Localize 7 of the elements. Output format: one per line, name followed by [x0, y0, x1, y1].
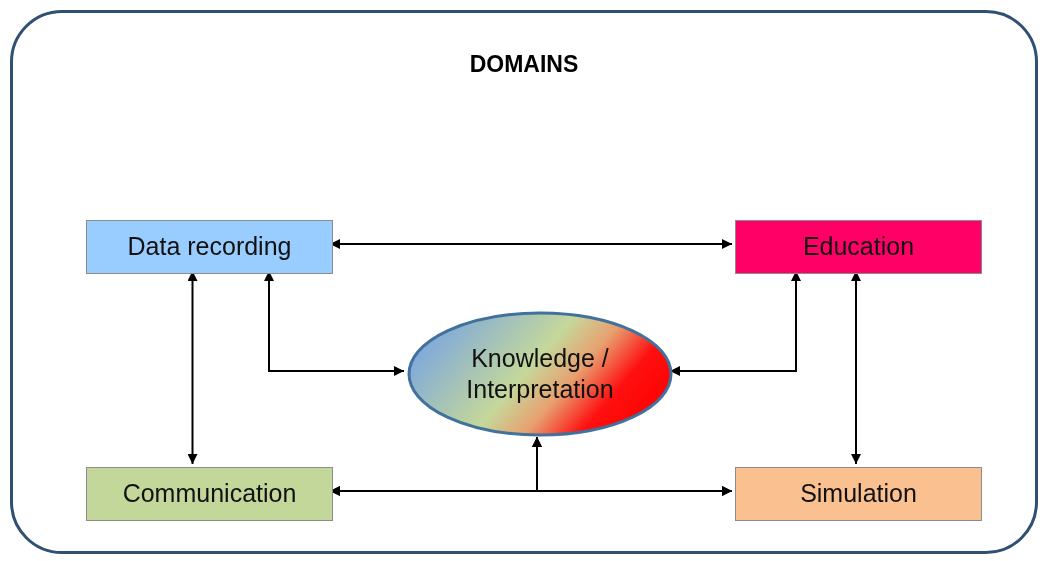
process-box: Simulation [735, 467, 982, 521]
container-heading: DOMAINS [469, 51, 579, 77]
arrow [532, 436, 733, 496]
process-box: Data recording [86, 220, 333, 274]
process-box: Communication [86, 467, 333, 521]
domain-container [10, 10, 1038, 554]
process-box: Education [735, 220, 982, 274]
